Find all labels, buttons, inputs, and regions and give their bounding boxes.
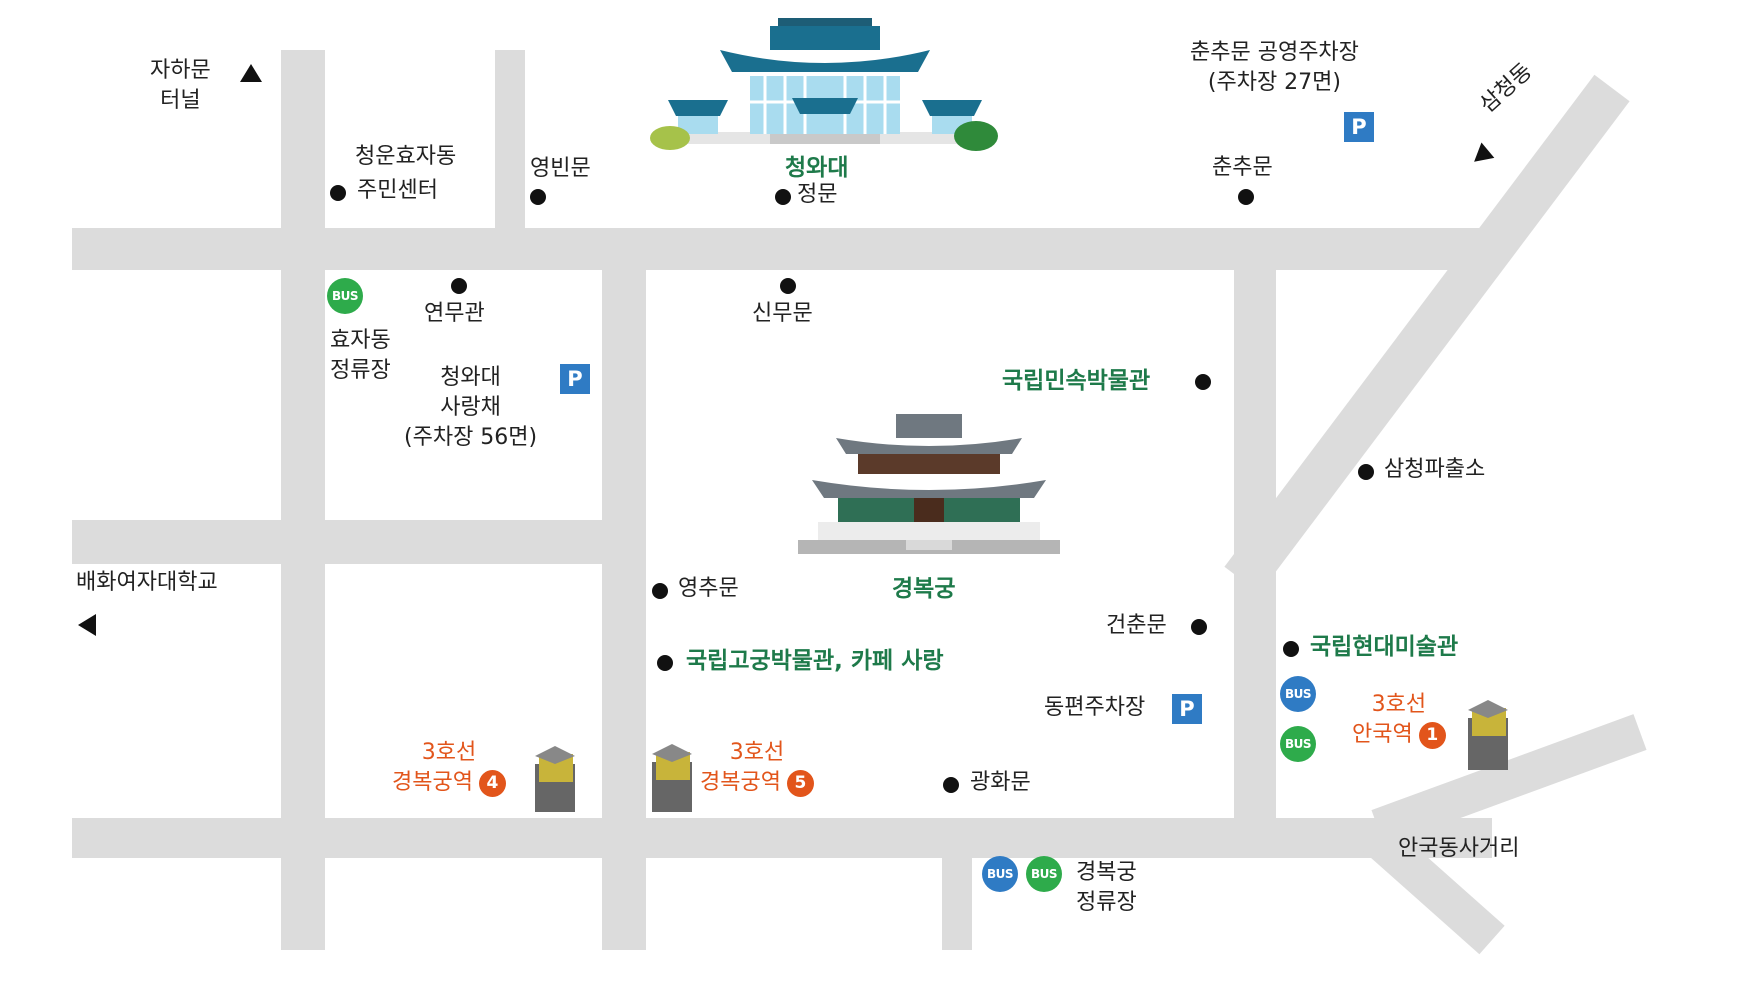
road-segment: [72, 520, 602, 564]
label-line: 사랑채: [440, 395, 501, 420]
label-line: 효자동: [330, 328, 391, 353]
mmca-label: 국립현대미술관: [1310, 634, 1459, 660]
samcheong-police-label: 삼청파출소: [1384, 457, 1486, 482]
bus-stop-icon: BUS: [1026, 856, 1062, 892]
geonchunmun-label: 건춘문: [1106, 613, 1167, 638]
bus-stop-icon: BUS: [1280, 676, 1316, 712]
hyojadong-stop-label: 효자동 정류장: [330, 326, 391, 386]
location-dot-icon: [1195, 374, 1211, 390]
subway-exit-icon: [652, 744, 692, 812]
direction-arrow-up-icon: [240, 64, 262, 82]
subway-line-label: 3호선: [729, 740, 785, 765]
jahamun-tunnel-label: 자하문 터널: [150, 56, 211, 116]
label-line: 정류장: [330, 358, 391, 383]
gwanghwamun-label: 광화문: [970, 770, 1031, 795]
location-dot-icon: [330, 185, 346, 201]
exit-number-badge: 1: [1418, 721, 1446, 749]
subway-line-label: 3호선: [421, 740, 477, 765]
road-segment: [72, 228, 1482, 270]
parking-icon: P: [1344, 112, 1374, 142]
location-dot-icon: [1191, 619, 1207, 635]
road-segment: [495, 50, 525, 232]
road-segment: [1371, 714, 1647, 846]
label-line: 자하문: [150, 58, 211, 83]
location-dot-icon: [1283, 641, 1299, 657]
cheongun-label-line2: 주민센터: [357, 178, 438, 203]
label-line: (주차장 56면): [404, 425, 538, 450]
cheongun-label-line1: 청운효자동: [355, 144, 457, 169]
subway-station-name: 경복궁역: [392, 770, 473, 795]
road-segment: [281, 50, 325, 950]
location-dot-icon: [780, 278, 796, 294]
label-line: (주차장 27면): [1207, 70, 1342, 95]
yeongbinmun-label: 영빈문: [530, 156, 591, 181]
subway-exit-icon: [1468, 700, 1508, 770]
yeonmugwan-label: 연무관: [424, 301, 485, 326]
dongpyeon-parking-label: 동편주차장: [1044, 695, 1146, 720]
bus-stop-icon: BUS: [327, 278, 363, 314]
jeongmun-label: 정문: [797, 182, 838, 207]
label-line: 정류장: [1076, 890, 1137, 915]
road-segment: [1362, 821, 1505, 955]
gyeongbokgung-stop-label: 경복궁 정류장: [1076, 858, 1137, 918]
sinmumun-label: 신무문: [752, 301, 813, 326]
subway-station-name: 안국역: [1352, 722, 1413, 747]
location-dot-icon: [1238, 189, 1254, 205]
baehwa-label: 배화여자대학교: [76, 570, 218, 595]
road-segment: [72, 818, 1492, 858]
location-dot-icon: [657, 655, 673, 671]
direction-arrow-left-icon: [78, 614, 96, 636]
exit-number-badge: 5: [786, 769, 814, 797]
label-line: 춘추문 공영주차장: [1190, 40, 1359, 65]
exit-number-badge: 4: [478, 769, 506, 797]
subway-exit-icon: [535, 746, 575, 812]
location-dot-icon: [451, 278, 467, 294]
subway-station-name: 경복궁역: [700, 770, 781, 795]
chunchumun-parking-label: 춘추문 공영주차장 (주차장 27면): [1190, 38, 1359, 98]
label-line: 터널: [160, 88, 201, 113]
label-line: 경복궁: [1076, 860, 1137, 885]
location-dot-icon: [652, 583, 668, 599]
gyeongbokgung-illustration: [798, 414, 1060, 554]
road-segment: [1224, 74, 1630, 594]
location-dot-icon: [943, 777, 959, 793]
label-line: 청와대: [440, 365, 501, 390]
anguk-intersection-label: 안국동사거리: [1398, 836, 1520, 861]
parking-icon: P: [1172, 694, 1202, 724]
cheongwadae-label: 청와대: [785, 155, 849, 181]
gyeongbokgung-label: 경복궁: [892, 576, 956, 602]
palace-museum-label: 국립고궁박물관, 카페 사랑: [686, 648, 944, 674]
parking-icon: P: [560, 364, 590, 394]
folk-museum-label: 국립민속박물관: [1002, 368, 1151, 394]
cheongwadae-illustration: [650, 18, 998, 151]
bus-stop-icon: BUS: [1280, 726, 1316, 762]
location-dot-icon: [1358, 464, 1374, 480]
subway-line-label: 3호선: [1371, 692, 1427, 717]
sarangchae-label: 청와대 사랑채 (주차장 56면): [404, 363, 537, 453]
location-dot-icon: [775, 189, 791, 205]
location-dot-icon: [530, 189, 546, 205]
bus-stop-icon: BUS: [982, 856, 1018, 892]
yeongchumun-label: 영추문: [678, 576, 739, 601]
chunchumun-label: 춘추문: [1212, 155, 1273, 180]
